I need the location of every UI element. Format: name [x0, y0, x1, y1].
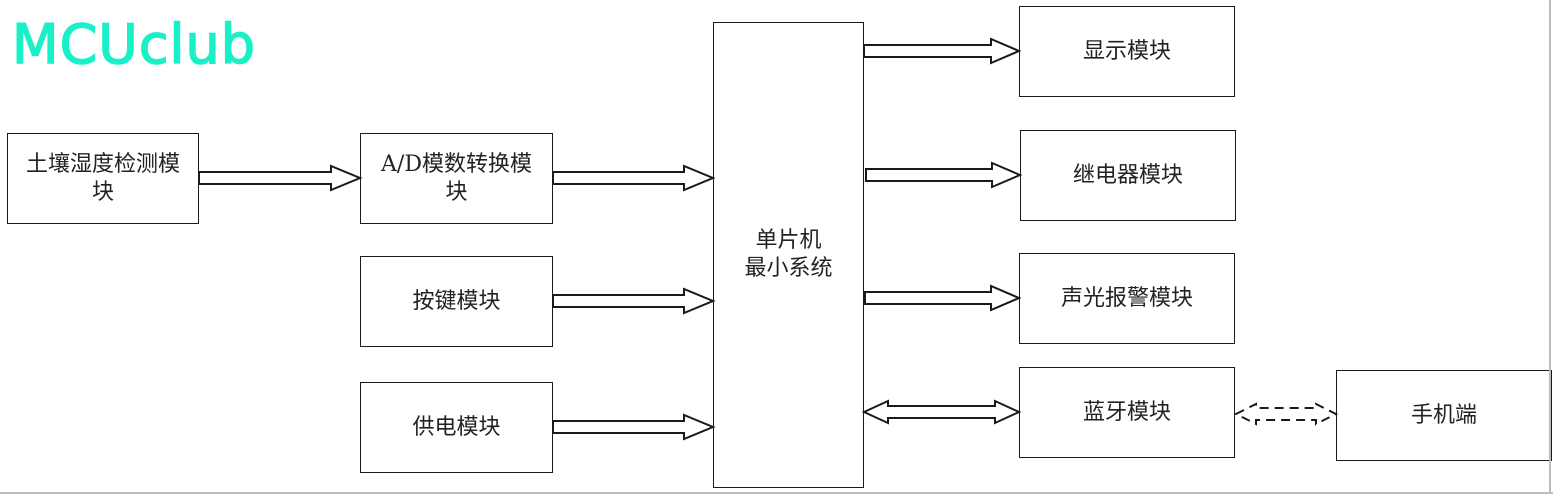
arrow-mcu-to-display [863, 37, 1022, 65]
arrow-keys-to-mcu [552, 287, 716, 315]
phone-label: 手机端 [1410, 402, 1477, 428]
arrow-mcu-to-alarm [864, 284, 1022, 312]
arrow-bluetooth-phone-wireless [1233, 402, 1339, 426]
adc-label-line1: A/D模数转换模 [381, 151, 532, 177]
frame-border-right [1549, 0, 1551, 493]
alarm-block: 声光报警模块 [1019, 253, 1235, 344]
arrow-adc-to-mcu [552, 164, 716, 192]
mcu-label-line2: 最小系统 [744, 256, 833, 281]
soil-moisture-sensor-label-line2: 块 [91, 179, 114, 205]
display-block: 显示模块 [1019, 6, 1235, 97]
phone-block: 手机端 [1336, 370, 1552, 461]
bluetooth-block: 蓝牙模块 [1019, 367, 1235, 458]
keys-label: 按键模块 [412, 288, 501, 314]
adc-label-line2: 块 [445, 179, 468, 205]
soil-moisture-sensor-block: 土壤湿度检测模 块 [7, 133, 199, 224]
mcu-minimum-system-block: 单片机 最小系统 [713, 22, 864, 488]
power-label: 供电模块 [412, 414, 501, 440]
arrow-power-to-mcu [552, 413, 716, 441]
arrow-mcu-bluetooth-bidirectional [861, 399, 1022, 425]
adc-block: A/D模数转换模 块 [360, 133, 553, 224]
power-block: 供电模块 [360, 382, 553, 473]
watermark-logo: MCUclub [11, 13, 257, 76]
arrow-soil-to-adc [198, 164, 363, 192]
bluetooth-label: 蓝牙模块 [1082, 399, 1171, 425]
frame-border-bottom [0, 492, 1553, 494]
display-label: 显示模块 [1082, 38, 1171, 64]
relay-block: 继电器模块 [1020, 130, 1236, 221]
soil-moisture-sensor-label-line1: 土壤湿度检测模 [25, 151, 180, 177]
arrow-mcu-to-relay [865, 161, 1023, 189]
relay-label: 继电器模块 [1072, 162, 1183, 188]
alarm-label: 声光报警模块 [1060, 285, 1193, 311]
mcu-label-line1: 单片机 [755, 228, 822, 253]
